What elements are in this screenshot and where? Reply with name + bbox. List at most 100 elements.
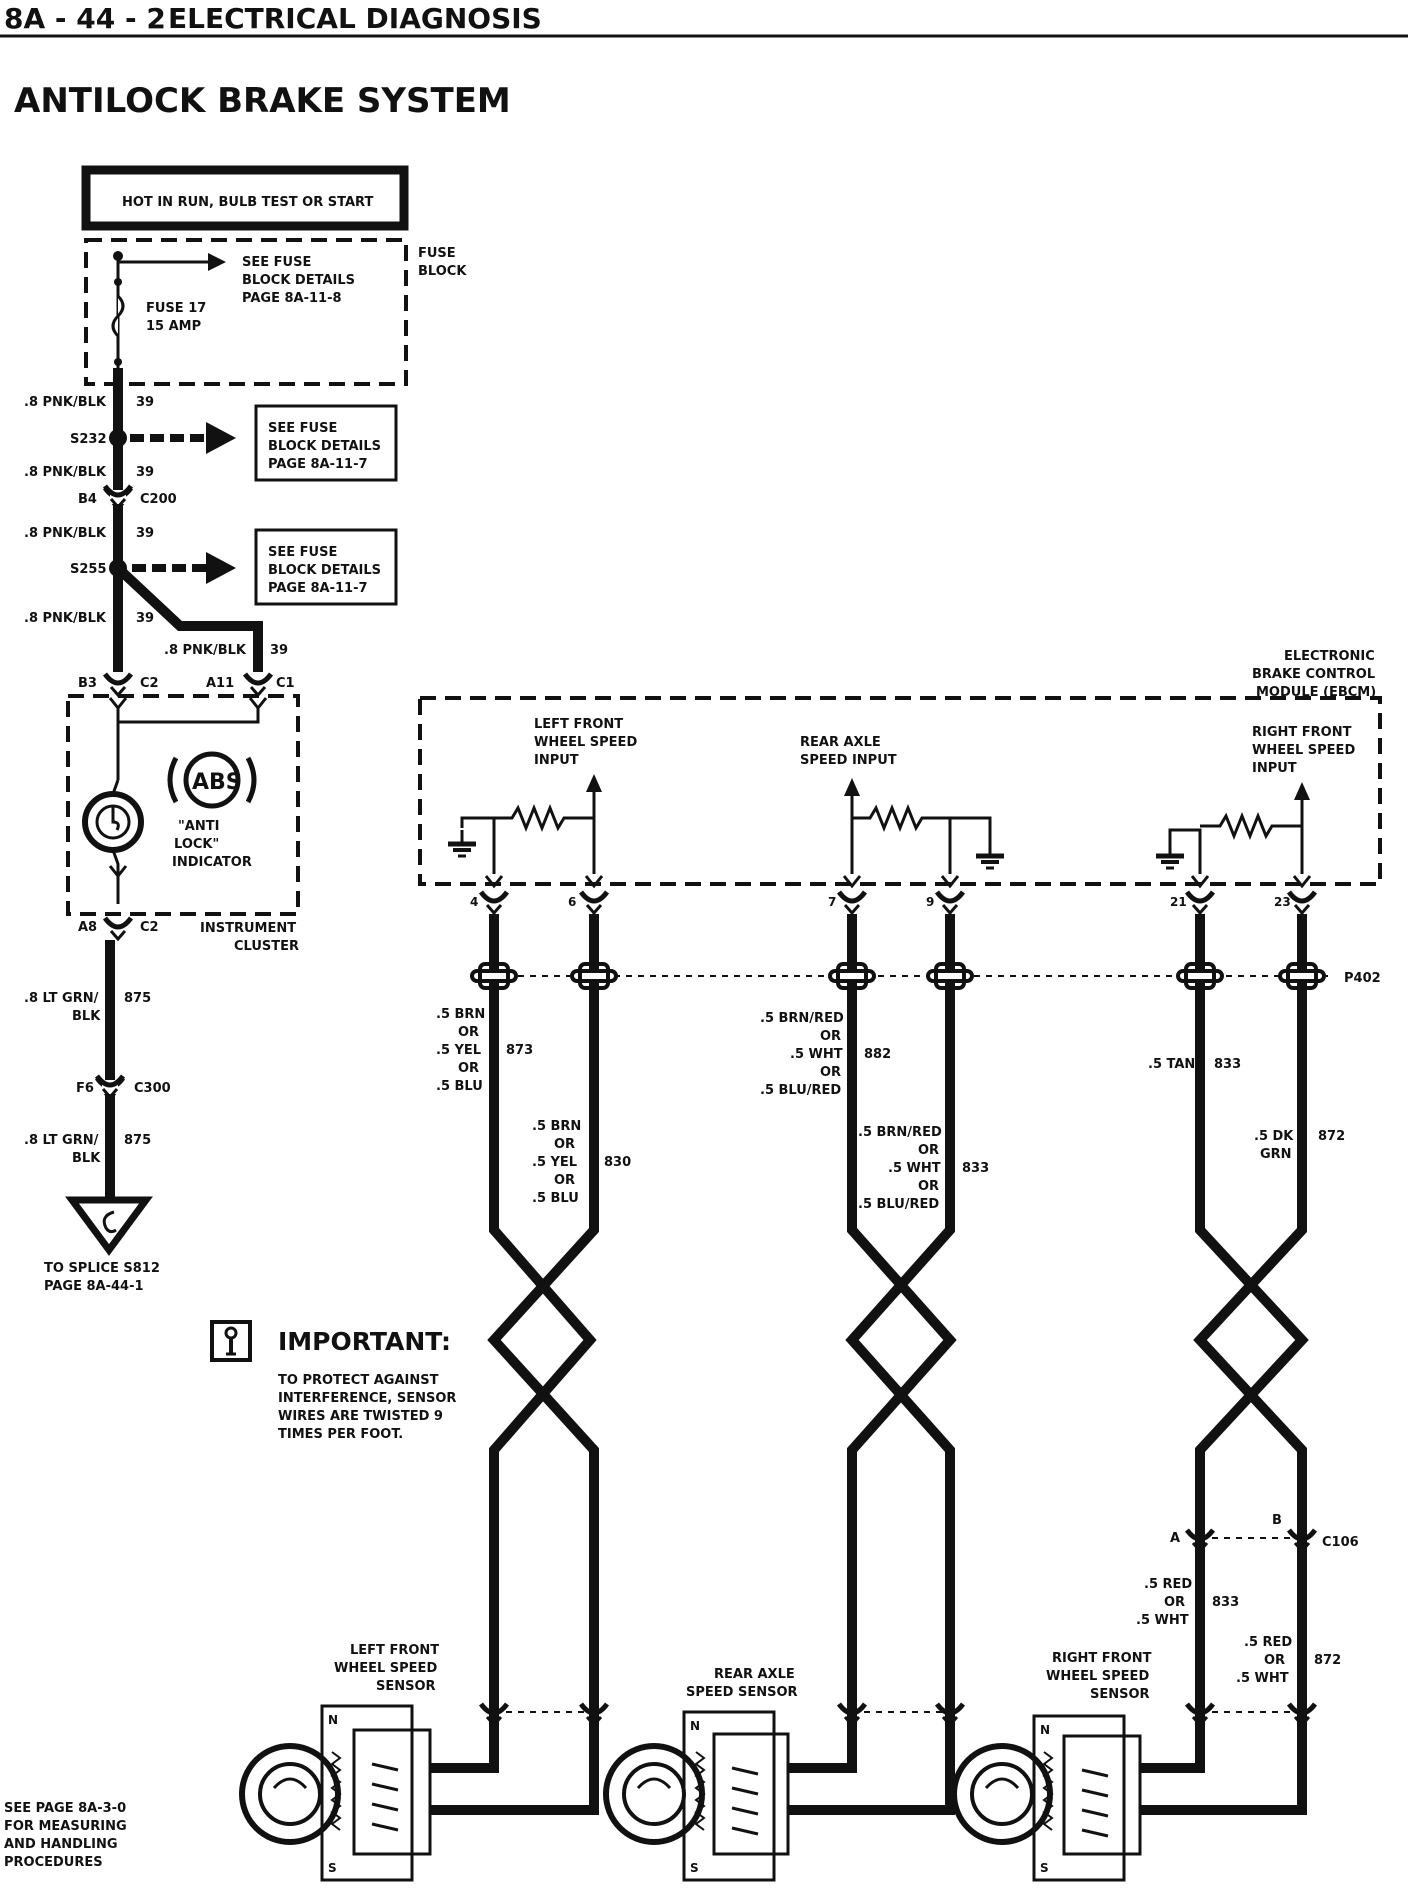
pin-b3: B3 (78, 676, 97, 691)
rear-input-label: REAR AXLE SPEED INPUT (800, 735, 897, 768)
lf-b-label: .5 BRN OR .5 YEL OR .5 BLU (532, 1119, 586, 1206)
rear-sensor: REAR AXLE SPEED SENSOR N S (603, 1667, 963, 1882)
conn-c2: C2 (140, 676, 159, 691)
rear-a-circuit: 882 (864, 1047, 891, 1062)
rf-a-circuit: 833 (1214, 1057, 1241, 1072)
footnote: SEE PAGE 8A-3-0 FOR MEASURING AND HANDLI… (4, 1801, 131, 1870)
pin-a11: A11 (206, 676, 234, 691)
pole-n: N (1040, 1723, 1050, 1737)
ground-circuit: 875 (124, 991, 151, 1006)
wire-label: .8 PNK/BLK (24, 611, 107, 626)
fuse-rating: 15 AMP (146, 319, 201, 334)
rf-b-circuit: 872 (1318, 1129, 1345, 1144)
circuit-number: 39 (136, 465, 154, 480)
c200-label: C200 (140, 492, 177, 507)
wire-label: .8 PNK/BLK (24, 395, 107, 410)
fuse-block-ref: SEE FUSE BLOCK DETAILS PAGE 8A-11-8 (242, 255, 360, 306)
ebcm-module: ELECTRONIC BRAKE CONTROL MODULE (EBCM) L… (418, 649, 1382, 888)
left-power-circuit: .8 PNK/BLK 39 S232 SEE FUSE BLOCK DETAIL… (24, 368, 398, 695)
pin-4: 4 (470, 895, 478, 909)
lf-input-label: LEFT FRONT WHEEL SPEED INPUT (534, 717, 642, 768)
c200-pin: B4 (78, 492, 97, 507)
lf-a-circuit: 873 (506, 1043, 533, 1058)
sensor-wires (487, 914, 1309, 1728)
diagram-title: ANTILOCK BRAKE SYSTEM (14, 81, 511, 121)
ground-wire-label: .8 LT GRN/ BLK (24, 991, 103, 1024)
rf-c-label: .5 RED OR .5 WHT (1136, 1577, 1197, 1628)
lf-b-circuit: 830 (604, 1155, 631, 1170)
s232-ref-box: SEE FUSE BLOCK DETAILS PAGE 8A-11-7 (254, 404, 398, 482)
cluster-label: INSTRUMENT CLUSTER (200, 921, 301, 954)
pole-s: S (690, 1861, 699, 1875)
abs-text: ABS (192, 770, 242, 795)
important-body: TO PROTECT AGAINST INTERFERENCE, SENSOR … (278, 1373, 461, 1442)
rf-d-label: .5 RED OR .5 WHT (1236, 1635, 1297, 1686)
c106-connector: A B C106 .5 RED OR .5 WHT 833 .5 RED OR … (1136, 1513, 1359, 1686)
fuse-block-label: FUSE BLOCK (418, 246, 467, 279)
ground-wire-label: .8 LT GRN/ BLK (24, 1133, 103, 1166)
lf-sensor: LEFT FRONT WHEEL SPEED SENSOR N S (239, 1643, 607, 1882)
hot-label: HOT IN RUN, BULB TEST OR START (122, 195, 373, 210)
rf-sensor: RIGHT FRONT WHEEL SPEED SENSOR N S (951, 1651, 1315, 1882)
rf-a-label: .5 TAN (1148, 1057, 1195, 1072)
c300-pin: F6 (76, 1081, 94, 1096)
lf-tone-ring (239, 1743, 341, 1845)
splice-page: PAGE 8A-44-1 (44, 1279, 144, 1294)
pole-n: N (690, 1719, 700, 1733)
circuit-number: 39 (136, 526, 154, 541)
lf-sensor-label: LEFT FRONT WHEEL SPEED SENSOR (334, 1643, 444, 1694)
pin-21: 21 (1170, 895, 1187, 909)
rf-sensor-label: RIGHT FRONT WHEEL SPEED SENSOR (1046, 1651, 1156, 1702)
circuit-number: 39 (136, 611, 154, 626)
circuit-number: 39 (270, 643, 288, 658)
ground-circuit: 875 (124, 1133, 151, 1148)
splice-s232: S232 (70, 432, 107, 447)
conn-c2: C2 (140, 920, 159, 935)
splice-ref: TO SPLICE S812 (44, 1261, 160, 1276)
rear-b-circuit: 833 (962, 1161, 989, 1176)
c106-pin-b: B (1272, 1513, 1282, 1528)
s232-ref: SEE FUSE BLOCK DETAILS PAGE 8A-11-7 (268, 421, 386, 472)
rf-input-label: RIGHT FRONT WHEEL SPEED INPUT (1252, 725, 1360, 776)
c106-pin-a: A (1170, 1531, 1180, 1546)
instrument-cluster: ABS "ANTI LOCK" INDICATOR INSTRUMENT CLU… (66, 694, 301, 954)
important-note: IMPORTANT: TO PROTECT AGAINST INTERFEREN… (210, 1320, 461, 1442)
hot-box: HOT IN RUN, BULB TEST OR START (81, 165, 409, 231)
wire-label: .8 PNK/BLK (24, 465, 107, 480)
wire-label: .8 PNK/BLK (24, 526, 107, 541)
fuse-icon (111, 294, 125, 338)
abs-icon: ABS (167, 751, 257, 809)
pin-6: 6 (568, 895, 576, 909)
rf-c-circuit: 833 (1212, 1595, 1239, 1610)
pin-23: 23 (1274, 895, 1291, 909)
section-title: ELECTRICAL DIAGNOSIS (168, 2, 542, 35)
lf-a-label: .5 BRN OR .5 YEL OR .5 BLU (436, 1007, 490, 1094)
indicator-label: "ANTI LOCK" INDICATOR (172, 819, 252, 870)
splice-s255: S255 (70, 562, 107, 577)
conn-c1: C1 (276, 676, 295, 691)
ebcm-pins: 4 6 7 9 21 23 (470, 892, 1315, 913)
wire-label: .8 PNK/BLK (164, 643, 247, 658)
important-title: IMPORTANT: (278, 1327, 451, 1356)
rear-sensor-label: REAR AXLE SPEED SENSOR (686, 1667, 799, 1700)
rear-tone-ring (603, 1743, 705, 1845)
rf-tone-ring (951, 1743, 1053, 1845)
c300-label: C300 (134, 1081, 171, 1096)
s255-ref-box: SEE FUSE BLOCK DETAILS PAGE 8A-11-7 (254, 528, 398, 606)
ebcm-label: ELECTRONIC BRAKE CONTROL MODULE (EBCM) (1252, 649, 1380, 700)
pole-s: S (1040, 1861, 1049, 1875)
pole-n: N (328, 1713, 338, 1727)
pin-a8: A8 (78, 920, 97, 935)
rear-b-label: .5 BRN/RED OR .5 WHT OR .5 BLU/RED (858, 1125, 946, 1212)
p402-label: P402 (1344, 971, 1381, 986)
circuit-number: 39 (136, 395, 154, 410)
wire-labels: .5 BRN OR .5 YEL OR .5 BLU 873 .5 BRN OR… (436, 1007, 1345, 1212)
rf-d-circuit: 872 (1314, 1653, 1341, 1668)
c106-label: C106 (1322, 1535, 1359, 1550)
fuse-block: FUSE BLOCK SEE FUSE BLOCK DETAILS PAGE 8… (84, 238, 467, 386)
s255-ref: SEE FUSE BLOCK DETAILS PAGE 8A-11-7 (268, 545, 386, 596)
pin-7: 7 (828, 895, 836, 909)
cluster-ground-circuit: A8 C2 .8 LT GRN/ BLK 875 F6 C300 .8 LT G… (24, 918, 171, 1294)
fuse-name: FUSE 17 (146, 301, 206, 316)
